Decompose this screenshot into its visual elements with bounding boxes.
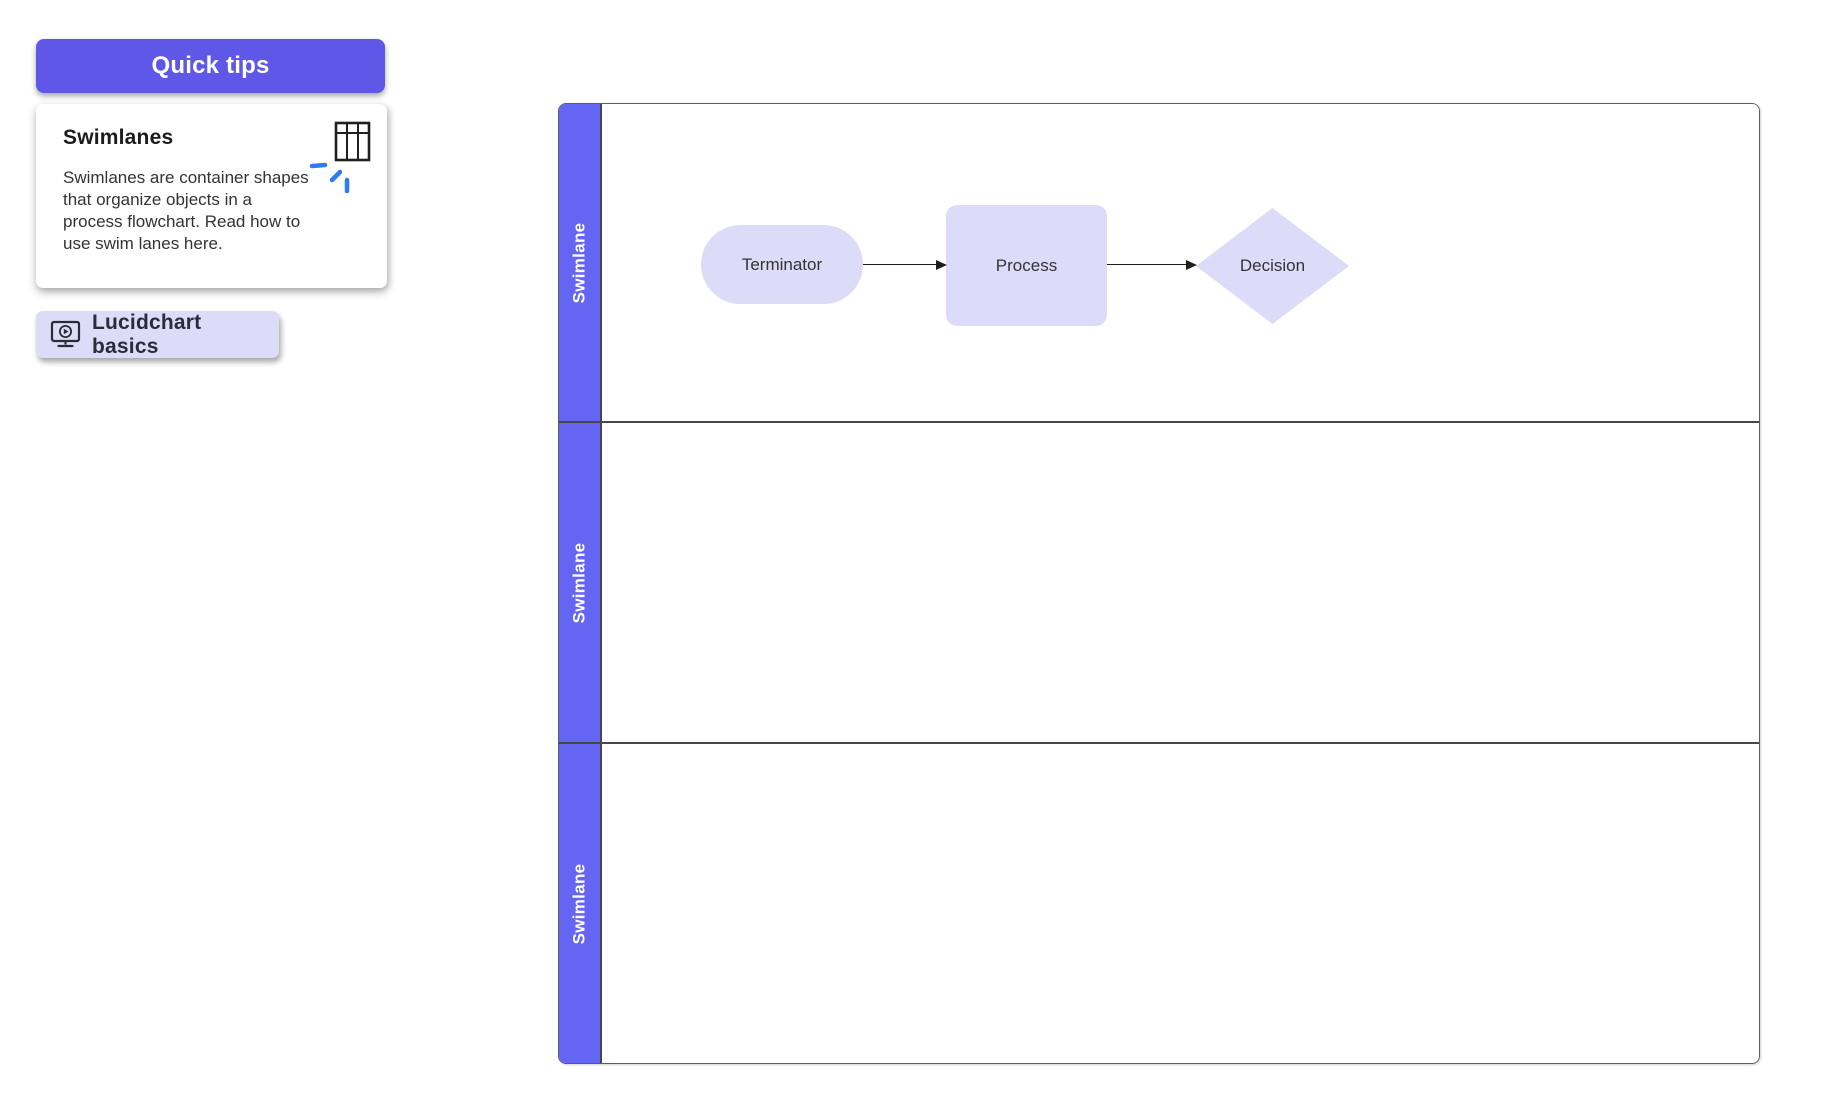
swimlane-row-1-label: Swimlane	[569, 222, 589, 303]
decision-label: Decision	[1239, 256, 1306, 275]
terminator-shape[interactable]: Terminator	[701, 225, 863, 304]
connector-process-to-decision[interactable]	[1107, 259, 1197, 271]
swimlane-row-2-body	[602, 423, 1759, 742]
terminator-label: Terminator	[741, 254, 823, 274]
tip-card-title: Swimlanes	[63, 126, 174, 149]
swimlanes-tip-card: Swimlanes Swimlanes are container shapes…	[36, 104, 387, 288]
lucidchart-basics-button[interactable]: Lucidchart basics	[36, 311, 279, 358]
connector-terminator-to-process[interactable]	[863, 259, 947, 271]
swimlane-container: Swimlane Swimlane Swimlane Terminator Pr…	[558, 103, 1760, 1064]
process-label: Process	[995, 255, 1058, 275]
quick-tips-label: Quick tips	[151, 52, 270, 79]
arrowhead-icon	[1186, 260, 1197, 270]
connector-line	[1107, 264, 1187, 265]
swimlane-row-3: Swimlane	[559, 742, 1759, 1063]
swimlane-row-2: Swimlane	[559, 421, 1759, 742]
swimlane-row-2-label: Swimlane	[569, 542, 589, 623]
swimlane-row-3-header[interactable]: Swimlane	[559, 744, 602, 1063]
lucidchart-basics-label: Lucidchart basics	[92, 310, 202, 358]
swimlane-row-1-header[interactable]: Swimlane	[559, 104, 602, 421]
swimlanes-table-icon	[309, 121, 371, 194]
quick-tips-button[interactable]: Quick tips	[36, 39, 385, 93]
swimlane-row-2-header[interactable]: Swimlane	[559, 423, 602, 742]
arrowhead-icon	[936, 260, 947, 270]
swimlane-row-3-label: Swimlane	[569, 863, 589, 944]
process-shape[interactable]: Process	[946, 205, 1107, 326]
tip-card-body: Swimlanes are container shapes that orga…	[63, 168, 309, 253]
video-monitor-icon	[50, 320, 81, 348]
swimlane-row-3-body	[602, 744, 1759, 1063]
swimlane-row-1: Swimlane	[559, 104, 1759, 421]
connector-line	[863, 264, 937, 265]
